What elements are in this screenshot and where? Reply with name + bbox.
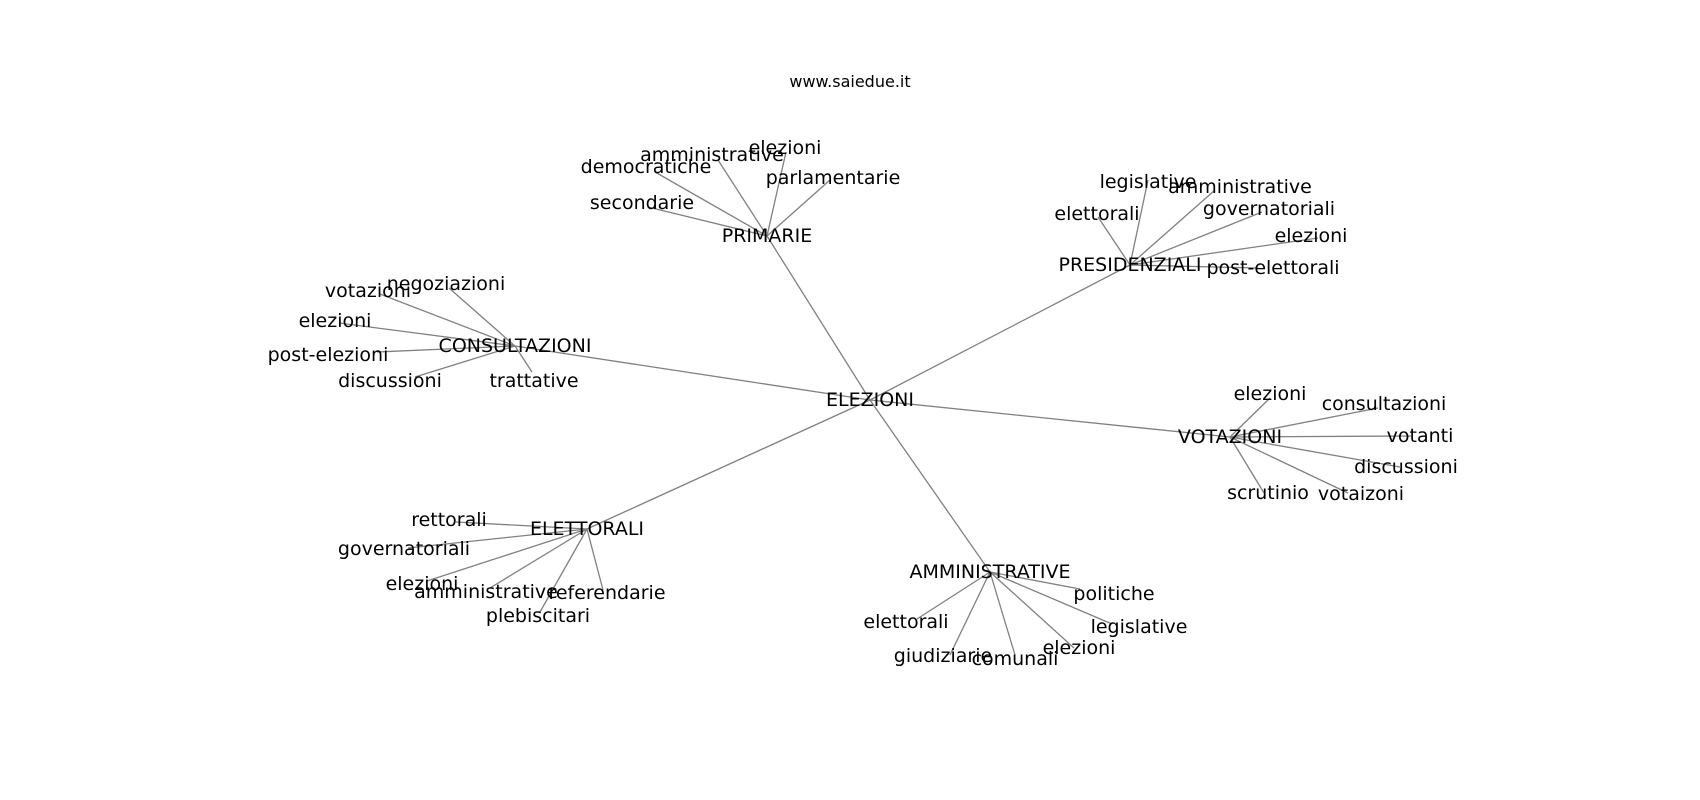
- leaf-node-amministrative-legislative: legislative: [1091, 616, 1188, 638]
- edge-presidenziali-legislative: [1129, 179, 1149, 266]
- edge-primarie-democratiche: [654, 171, 768, 237]
- leaf-node-votazioni-scrutinio: scrutinio: [1227, 482, 1309, 504]
- hub-node-consultazioni: CONSULTAZIONI: [439, 335, 592, 357]
- edge-amministrative-comunali: [989, 571, 1016, 656]
- leaf-node-primarie-democratiche: democratiche: [581, 156, 712, 178]
- leaf-node-votazioni-discussioni: discussioni: [1354, 456, 1458, 478]
- leaf-node-votazioni-votanti: votanti: [1387, 425, 1454, 447]
- edge-root-presidenziali: [869, 264, 1131, 401]
- leaf-node-primarie-amministrative: amministrative: [640, 144, 784, 166]
- edges-layer: [338, 151, 1412, 656]
- edge-consultazioni-trattative: [514, 345, 533, 373]
- leaf-node-consultazioni-post-elezioni: post-elezioni: [268, 344, 389, 366]
- edge-primarie-parlamentarie: [766, 179, 831, 237]
- edge-amministrative-giudiziarie: [949, 571, 991, 656]
- leaf-node-presidenziali-elezioni: elezioni: [1275, 225, 1348, 247]
- edge-elettorali-amministrative: [489, 528, 588, 589]
- leaf-node-amministrative-politiche: politiche: [1073, 583, 1154, 605]
- edge-presidenziali-amministrative: [1129, 189, 1216, 266]
- leaf-node-presidenziali-legislative: legislative: [1100, 171, 1197, 193]
- leaf-node-presidenziali-elettorali: elettorali: [1054, 203, 1139, 225]
- leaf-node-votazioni-votaizoni: votaizoni: [1318, 483, 1404, 505]
- hub-node-votazioni: VOTAZIONI: [1178, 426, 1282, 448]
- edge-votazioni-scrutinio: [1229, 436, 1265, 494]
- edge-consultazioni-negoziazioni: [448, 287, 516, 347]
- leaf-node-consultazioni-negoziazioni: negoziazioni: [387, 273, 506, 295]
- edge-votazioni-votaizoni: [1229, 436, 1349, 494]
- edge-presidenziali-governatoriali: [1129, 211, 1263, 266]
- edge-consultazioni-votazioni: [379, 293, 516, 347]
- edge-root-amministrative: [869, 399, 991, 573]
- edge-primarie-secondarie: [647, 206, 768, 237]
- edge-votazioni-consultazioni: [1229, 407, 1379, 438]
- edge-elettorali-governatoriali: [407, 528, 588, 549]
- leaf-node-amministrative-elezioni: elezioni: [1043, 637, 1116, 659]
- leaf-node-presidenziali-governatoriali: governatoriali: [1203, 198, 1335, 220]
- edge-amministrative-elettorali: [916, 571, 991, 620]
- leaf-node-amministrative-giudiziarie: giudiziarie: [894, 645, 992, 667]
- edge-votazioni-discussioni: [1229, 436, 1401, 468]
- edge-primarie-elezioni: [766, 151, 787, 237]
- edge-votazioni-votanti: [1229, 435, 1412, 438]
- leaf-node-amministrative-elettorali: elettorali: [863, 611, 948, 633]
- leaf-node-presidenziali-amministrative: amministrative: [1168, 176, 1312, 198]
- edge-presidenziali-elezioni: [1129, 237, 1319, 266]
- edge-amministrative-politiche: [989, 571, 1081, 590]
- edge-presidenziali-elettorali: [1097, 216, 1131, 266]
- leaf-node-elettorali-elezioni: elezioni: [386, 573, 459, 595]
- leaf-node-elettorali-referendarie: referendarie: [548, 582, 665, 604]
- leaf-node-consultazioni-elezioni: elezioni: [299, 310, 372, 332]
- hub-node-primarie: PRIMARIE: [722, 225, 812, 247]
- edge-presidenziali-post-elettorali: [1129, 264, 1259, 269]
- leaf-node-consultazioni-votazioni: votazioni: [325, 280, 411, 302]
- leaf-node-primarie-elezioni: elezioni: [749, 137, 822, 159]
- edge-elettorali-elezioni: [426, 528, 588, 582]
- labels-layer: ELEZIONIPRIMARIEamministrativeelezionide…: [268, 137, 1458, 670]
- edge-votazioni-elezioni: [1229, 397, 1271, 438]
- edge-elettorali-referendarie: [586, 528, 604, 591]
- leaf-node-presidenziali-post-elettorali: post-elettorali: [1206, 257, 1339, 279]
- leaf-node-elettorali-governatoriali: governatoriali: [338, 538, 470, 560]
- leaf-node-elettorali-amministrative: amministrative: [414, 581, 558, 603]
- leaf-node-consultazioni-discussioni: discussioni: [338, 370, 442, 392]
- edge-amministrative-elezioni: [989, 571, 1075, 649]
- leaf-node-votazioni-elezioni: elezioni: [1234, 383, 1307, 405]
- hub-node-elettorali: ELETTORALI: [530, 518, 644, 540]
- edge-root-consultazioni: [514, 345, 871, 401]
- leaf-node-consultazioni-trattative: trattative: [489, 370, 578, 392]
- leaf-node-amministrative-comunali: comunali: [972, 648, 1059, 670]
- edge-root-primarie: [766, 235, 871, 401]
- edge-consultazioni-post-elezioni: [376, 345, 516, 353]
- hub-node-amministrative: AMMINISTRATIVE: [909, 561, 1070, 583]
- edge-consultazioni-discussioni: [414, 345, 516, 378]
- leaf-node-primarie-parlamentarie: parlamentarie: [766, 167, 901, 189]
- edge-elettorali-rettorali: [455, 521, 588, 530]
- edge-consultazioni-elezioni: [338, 322, 516, 347]
- edge-elettorali-plebiscitari: [539, 528, 588, 613]
- hub-node-presidenziali: PRESIDENZIALI: [1059, 254, 1202, 276]
- leaf-node-elettorali-plebiscitari: plebiscitari: [486, 605, 590, 627]
- leaf-node-primarie-secondarie: secondarie: [590, 192, 694, 214]
- edge-amministrative-legislative: [989, 571, 1113, 625]
- leaf-node-elettorali-rettorali: rettorali: [411, 509, 487, 531]
- site-title: www.saiedue.it: [789, 72, 911, 91]
- edge-root-votazioni: [869, 399, 1231, 438]
- edge-primarie-amministrative: [717, 159, 768, 237]
- edge-root-elettorali: [586, 399, 871, 530]
- root-node-label: ELEZIONI: [826, 389, 914, 411]
- leaf-node-votazioni-consultazioni: consultazioni: [1322, 393, 1447, 415]
